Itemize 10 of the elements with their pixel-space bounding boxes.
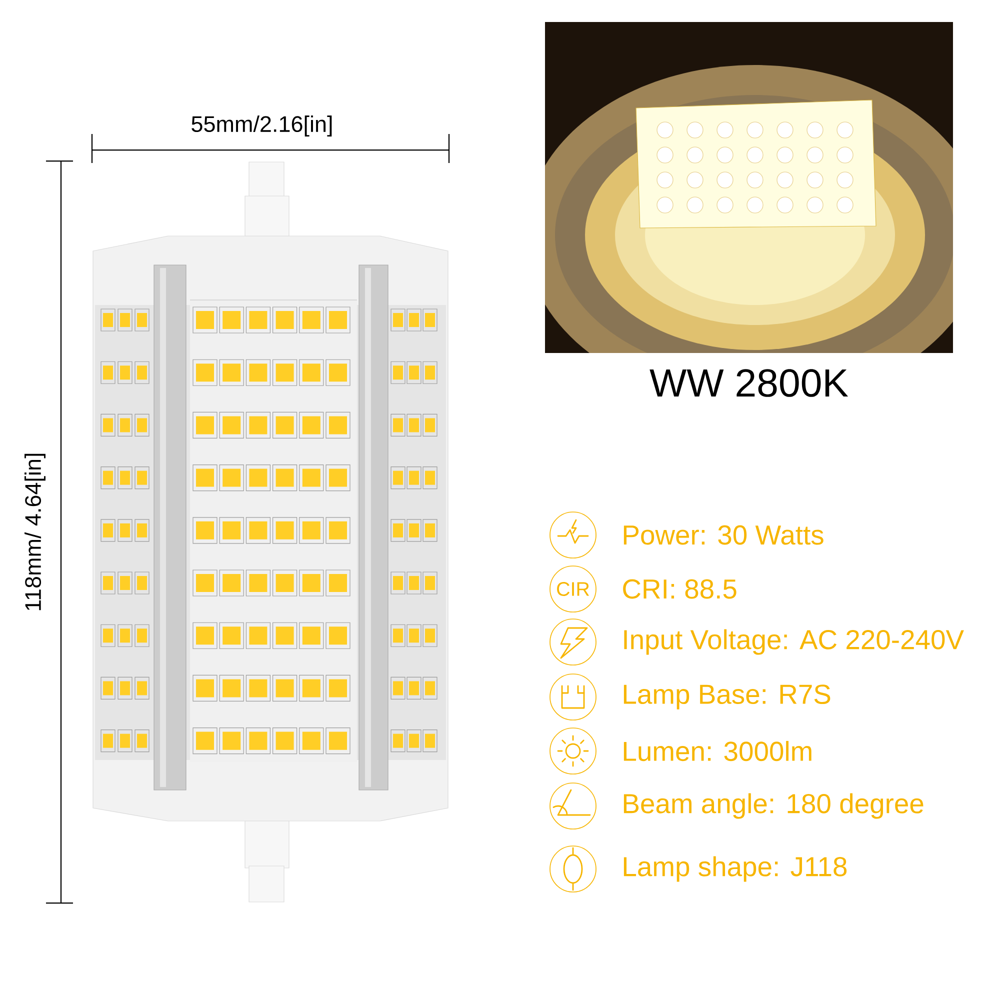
- dimension-label: 55mm/2.16[in]: [192, 116, 332, 136]
- spec-text: Power: 30 Watts: [624, 525, 824, 545]
- spec-text: Lamp shape: J118: [624, 856, 847, 882]
- spec-text: Beam angle: 180 degree: [624, 793, 924, 819]
- color-temperature-label: WW 2800K: [650, 369, 848, 397]
- spec-text: Lamp Base: R7S: [624, 684, 830, 710]
- spec-text: Input Voltage: AC 220-240V: [624, 629, 964, 655]
- dimension-label: 118mm/ 4.64[in]: [24, 454, 46, 610]
- spec-text: CRI: 88.5: [623, 579, 736, 599]
- spec-text: Lumen: 3000lm: [624, 740, 812, 762]
